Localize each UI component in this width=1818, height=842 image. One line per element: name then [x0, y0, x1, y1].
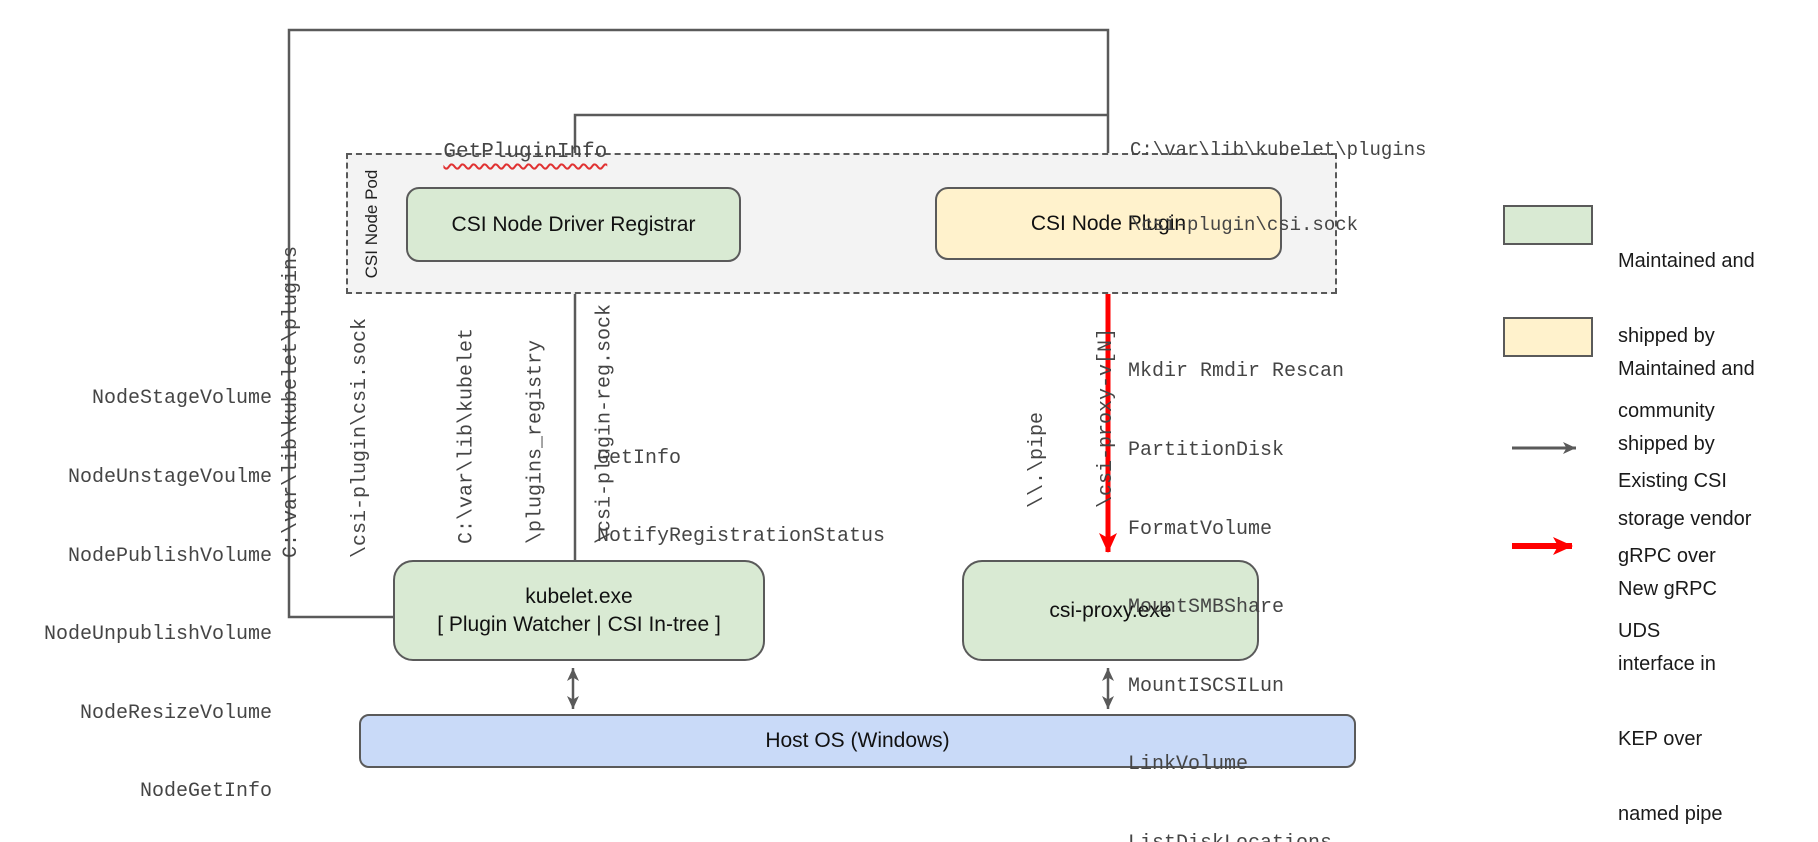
legend-new-grpc-text: New gRPC interface in KEP over named pip…: [1618, 578, 1723, 825]
list-item: NodeGetInfo: [139, 780, 272, 804]
csi-node-driver-registrar-label: CSI Node Driver Registrar: [451, 212, 696, 236]
legend-vendor-swatch: [1503, 317, 1593, 357]
kubelet-label: kubelet.exe: [525, 584, 633, 608]
list-item: MountSMBShare: [1128, 596, 1285, 620]
list-item: NodeResizeVolume: [79, 701, 272, 725]
list-item: LinkVolume: [1128, 753, 1249, 777]
list-item: GetInfo: [597, 447, 682, 470]
list-item: NodeUnstageVoulme: [67, 466, 272, 490]
list-item: NodeUnpublishVolume: [43, 623, 272, 647]
legend-community-text: Maintained and shipped by community: [1618, 250, 1755, 422]
getplugininfo-label: GetPluginInfo: [443, 141, 608, 165]
host-os-box: Host OS (Windows): [359, 714, 1356, 768]
kubelet-box: kubelet.exe [ Plugin Watcher | CSI In-tr…: [393, 560, 765, 661]
list-item: ListDiskLocations: [1128, 831, 1344, 842]
csi-proxy-box: csi-proxy.exe: [962, 560, 1259, 661]
list-item: PartitionDisk: [1128, 439, 1285, 463]
legend-existing-grpc-text: Existing CSI gRPC over UDS: [1618, 470, 1727, 642]
csi-proxy-label: csi-proxy.exe: [1049, 598, 1172, 622]
host-os-label: Host OS (Windows): [765, 729, 950, 752]
csi-node-driver-registrar-box: CSI Node Driver Registrar: [406, 187, 741, 262]
csi-node-plugin-box: CSI Node Plugin: [935, 187, 1282, 260]
list-item: NodeStageVolume: [91, 387, 272, 411]
kubelet-sublabel: [ Plugin Watcher | CSI In-tree ]: [437, 612, 721, 636]
csi-proxy-rpc-list: Mkdir Rmdir Rescan PartitionDisk FormatV…: [1128, 307, 1344, 842]
list-item: MountISCSILun: [1128, 674, 1285, 698]
registration-rpc-list: GetInfo NotifyRegistrationStatus: [597, 394, 885, 602]
list-item: Mkdir Rmdir Rescan: [1128, 360, 1345, 384]
csi-sock-path-top-label: C:\var\lib\kubelet\plugins \csi-plugin\c…: [1130, 139, 1427, 236]
list-item: NotifyRegistrationStatus: [597, 525, 886, 548]
legend-vendor-text: Maintained and shipped by storage vendor: [1618, 358, 1755, 530]
csi-node-plugin-label: CSI Node Plugin: [1030, 211, 1187, 235]
list-item: NodePublishVolume: [67, 544, 272, 568]
list-item: FormatVolume: [1128, 517, 1273, 541]
legend-community-swatch: [1503, 205, 1593, 245]
csi-node-rpc-list: NodeStageVolume NodeUnstageVoulme NodePu…: [20, 334, 272, 842]
